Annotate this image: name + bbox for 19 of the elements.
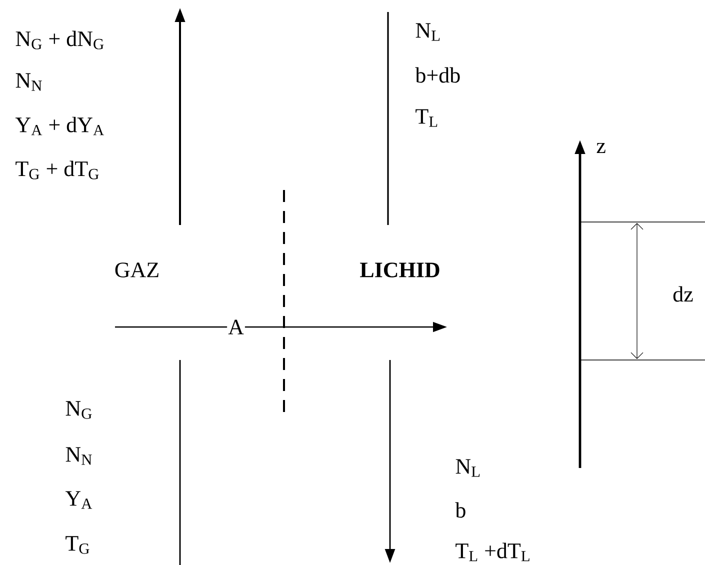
stream-label: T$_{L}$ <box>416 109 438 127</box>
axis-label: z <box>596 142 606 154</box>
stream-label: T$_{G}$ + dT$_{G}$ <box>16 160 99 180</box>
flux-label: A <box>227 318 245 336</box>
stream-label: b <box>455 502 466 518</box>
stream-label: N$_{G}$ <box>66 401 92 419</box>
phase-label: LICHID <box>360 262 440 278</box>
stream-label: b+db <box>415 67 460 83</box>
stream-label: N$_{G}$ + dN$_{G}$ <box>16 30 104 50</box>
stream-label: T$_{G}$ <box>66 536 90 554</box>
stream-label: T$_{L}$ +dT$_{L}$ <box>456 542 530 562</box>
stream-label: N$_{N}$ <box>16 73 42 91</box>
stream-label: N$_{L}$ <box>416 23 440 41</box>
dimension-label: dz <box>673 286 693 302</box>
stream-label: N$_{N}$ <box>66 447 92 465</box>
stream-label: Y$_{A}$ + dY$_{A}$ <box>15 116 104 136</box>
phase-label: GAZ <box>115 262 158 278</box>
stream-label: Y$_{A}$ <box>65 491 92 509</box>
stream-label: N$_{L}$ <box>456 459 480 477</box>
